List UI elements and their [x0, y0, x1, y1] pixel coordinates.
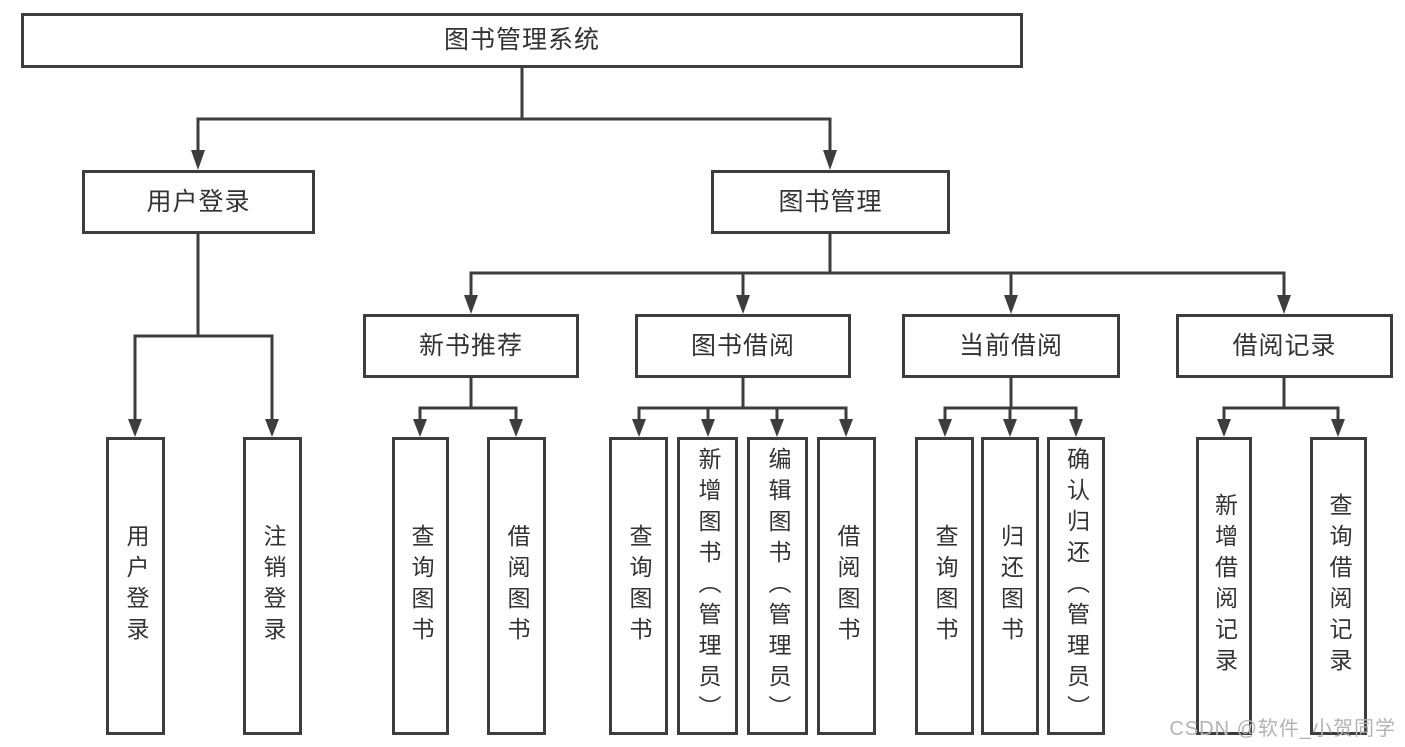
leaf-return-book-label: 归还图书	[997, 524, 1024, 648]
leaf-user-login: 用户登录	[106, 437, 165, 735]
node-current-borrow-label: 当前借阅	[958, 331, 1063, 360]
node-borrow-records: 借阅记录	[1176, 314, 1393, 378]
leaf-borrow-books: 借阅图书	[817, 437, 876, 735]
node-new-book-recommend-label: 新书推荐	[418, 331, 523, 360]
leaf-query-books-borrow: 查询图书	[609, 437, 668, 735]
leaf-add-borrow-record-label: 新增借阅记录	[1211, 493, 1238, 679]
leaf-add-book-admin: 新增图书（管理员）	[677, 437, 738, 735]
leaf-add-borrow-record: 新增借阅记录	[1196, 437, 1252, 735]
node-book-borrow: 图书借阅	[635, 314, 851, 378]
leaf-add-book-admin-label: 新增图书（管理员）	[695, 446, 721, 726]
leaf-query-books-recommend: 查询图书	[392, 437, 449, 735]
leaf-query-books-current: 查询图书	[915, 437, 974, 735]
node-user-login: 用户登录	[82, 170, 315, 234]
leaf-query-borrow-record: 查询借阅记录	[1310, 437, 1367, 735]
node-book-borrow-label: 图书借阅	[690, 331, 795, 360]
leaf-borrow-books-recommend-label: 借阅图书	[504, 524, 530, 648]
leaf-borrow-books-recommend: 借阅图书	[487, 437, 546, 735]
node-library-system: 图书管理系统	[21, 13, 1023, 68]
node-user-login-label: 用户登录	[146, 187, 251, 216]
leaf-edit-book-admin-label: 编辑图书（管理员）	[765, 446, 791, 726]
leaf-query-books-recommend-label: 查询图书	[408, 524, 434, 648]
leaf-logout: 注销登录	[243, 437, 302, 735]
leaf-user-login-label: 用户登录	[123, 524, 149, 648]
node-new-book-recommend: 新书推荐	[363, 314, 579, 378]
leaf-query-books-current-label: 查询图书	[932, 524, 958, 648]
node-book-management-label: 图书管理	[778, 187, 883, 216]
leaf-query-books-borrow-label: 查询图书	[626, 524, 652, 648]
node-library-system-label: 图书管理系统	[443, 26, 600, 54]
leaf-logout-label: 注销登录	[260, 524, 286, 648]
leaf-query-borrow-record-label: 查询借阅记录	[1326, 493, 1352, 679]
node-borrow-records-label: 借阅记录	[1232, 331, 1337, 360]
node-current-borrow: 当前借阅	[902, 314, 1120, 378]
leaf-confirm-return-admin-label: 确认归还（管理员）	[1063, 446, 1090, 726]
node-book-management: 图书管理	[711, 170, 950, 234]
leaf-borrow-books-label: 借阅图书	[834, 524, 860, 648]
watermark: CSDN @软件_小贺同学	[1169, 718, 1396, 740]
leaf-confirm-return-admin: 确认归还（管理员）	[1047, 437, 1105, 735]
leaf-edit-book-admin: 编辑图书（管理员）	[747, 437, 808, 735]
leaf-return-book: 归还图书	[981, 437, 1039, 735]
